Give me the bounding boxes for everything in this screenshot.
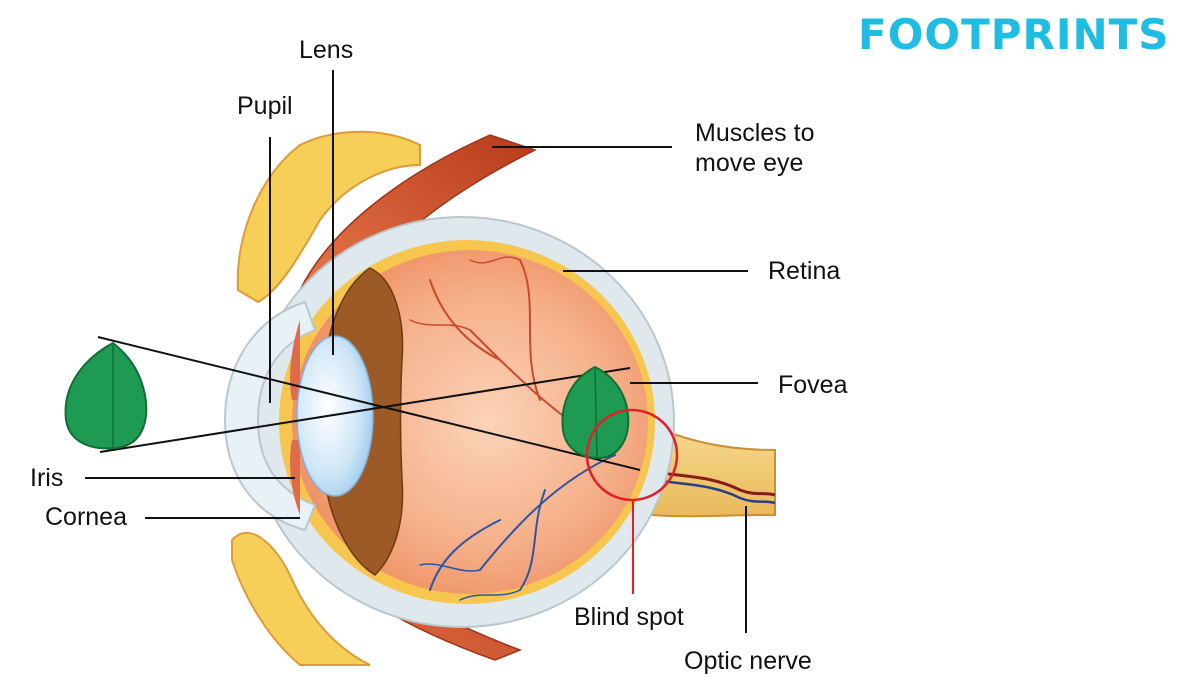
label-iris: Iris — [30, 464, 64, 492]
brand-logo: FOOTPRINTS — [858, 10, 1170, 59]
light-ray-bottom — [99, 367, 631, 453]
cornea-shape — [223, 300, 317, 532]
object-leaf — [64, 341, 148, 450]
label-pupil: Pupil — [237, 92, 293, 120]
upper-bone — [236, 130, 421, 304]
lens-shape — [296, 335, 374, 497]
lower-bone — [231, 532, 371, 666]
label-lens: Lens — [299, 36, 354, 64]
label-cornea: Cornea — [45, 503, 127, 531]
label-blind-spot: Blind spot — [574, 603, 684, 631]
label-muscles: Muscles to move eye — [695, 119, 815, 177]
leader-lines — [85, 70, 758, 633]
image-leaf — [561, 365, 630, 460]
label-fovea: Fovea — [778, 371, 848, 399]
light-ray-top — [97, 336, 641, 471]
label-optic-nerve: Optic nerve — [684, 647, 812, 675]
iris-shape — [290, 320, 300, 515]
label-retina: Retina — [768, 257, 841, 285]
